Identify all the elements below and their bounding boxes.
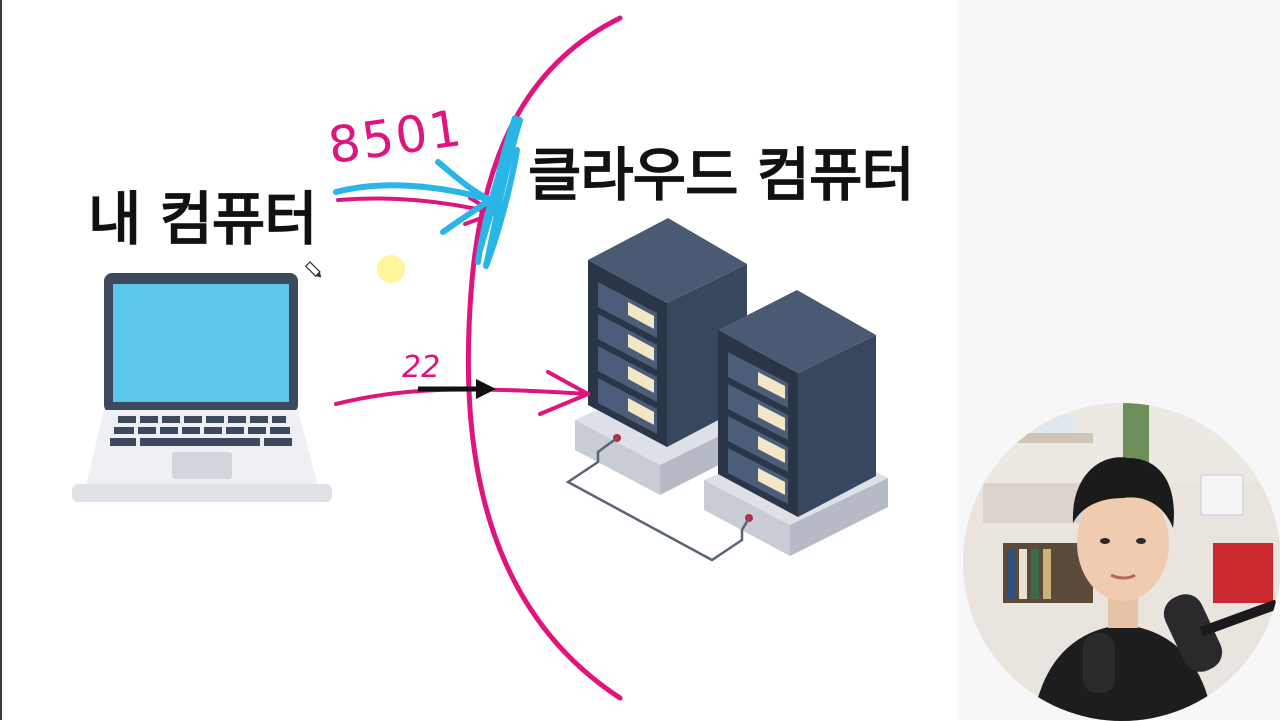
left-edge-border bbox=[0, 0, 2, 720]
server-rack-front bbox=[704, 290, 888, 556]
my-computer-label: 내 컴퓨터 bbox=[88, 185, 318, 253]
presenter-video bbox=[963, 403, 1280, 721]
webcam-overlay bbox=[963, 403, 1280, 721]
cloud-boundary-curve bbox=[465, 15, 623, 701]
server-cable bbox=[565, 436, 751, 562]
black-arrow-head bbox=[476, 379, 496, 399]
cloud-computer-label: 클라우드 컴퓨터 bbox=[528, 141, 915, 209]
pointer-highlight bbox=[377, 255, 405, 283]
blocked-scribble bbox=[333, 115, 523, 269]
port-22-label: 22 bbox=[402, 350, 441, 385]
